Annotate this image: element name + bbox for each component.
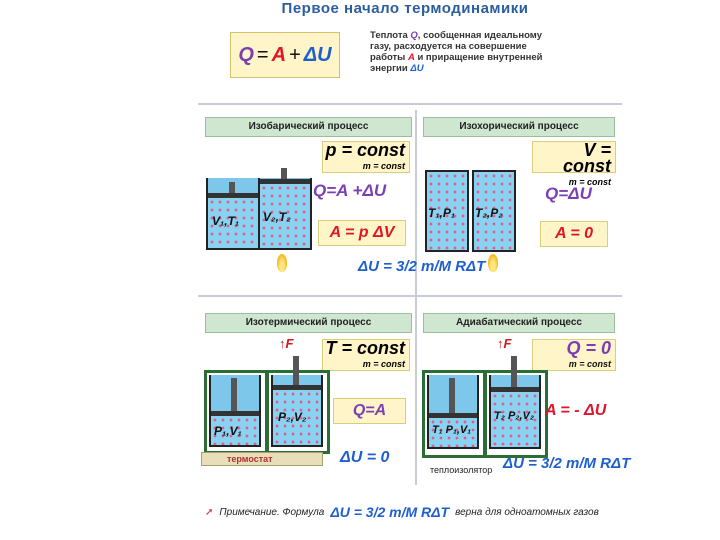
note-text: работы [370,52,408,63]
formula-du: ΔU [303,43,332,66]
isothermal-header: Изотермический процесс [205,313,412,333]
isothermal-condition: T = const m = const [322,339,410,371]
note-q: Q [410,30,418,41]
isochoric-condition: V = const m = const [532,140,616,187]
adiabatic-condition: Q = 0 m = const [532,339,616,371]
divider [198,103,622,105]
page-title: Первое начало термодинамики [281,0,529,17]
state-1-label: P₁,V₁ [214,424,242,438]
gas [260,184,310,248]
state-1-label: T₁,P₁ [428,206,456,220]
condition-text: Q = 0 [566,338,611,358]
insulator-label: теплоизолятор [430,465,493,475]
formula-a: A [271,43,287,66]
condition-sub: m = const [568,359,611,369]
adiabatic-header: Адиабатический процесс [423,313,615,333]
force-label: F [503,336,512,351]
footer-note: ➚ Примечание. Формула ΔU = 3/2 m/M RΔT в… [205,504,625,520]
note-a: A [407,52,415,63]
isochoric-header: Изохорический процесс [423,117,615,137]
state-2-label: V₂,T₂ [263,210,291,224]
isothermal-formula-2: ΔU = 0 [340,449,390,466]
piston [211,411,259,416]
note-text: и приращение внутренней [414,52,543,63]
flame-icon [277,254,287,272]
formula-text: Q=A +ΔU [313,181,387,200]
condition-text: p = const [325,140,405,160]
footer-text: Примечание. Формула [219,506,325,518]
thermostat-base: термостат [201,452,323,466]
gas [491,392,539,447]
piston [491,387,539,392]
note-text: , сообщенная идеальному [417,30,542,41]
vessel [425,170,469,252]
note-text: газу, расходуется на совершение [370,41,527,52]
state-2-label: T₂,P₂ [475,206,503,220]
divider [415,110,417,485]
vessel [472,170,516,252]
piston [260,179,310,184]
piston [208,193,258,198]
energy-formula: ΔU = 3/2 m/M RΔT [358,258,486,275]
isobaric-formula-2: A = p ΔV [318,220,406,246]
gas [211,416,259,445]
state-2-label: T₂ P₂,V₂ [494,410,535,422]
condition-text: T = const [325,338,405,358]
flame-icon [488,254,498,272]
isothermal-formula-1: Q=A [333,398,406,424]
condition-sub: m = const [568,177,611,187]
adiabatic-formula-1: A = - ΔU [545,402,607,419]
pointer-icon: ➚ [205,506,214,518]
footer-text: верна для одноатомных газов [455,506,599,518]
condition-text: V = const [562,140,611,176]
piston-rod [293,356,299,385]
isochoric-formula-2: A = 0 [540,221,608,247]
force-label: F [285,336,294,351]
force-arrow: ↑F [497,336,512,351]
piston [273,385,321,390]
piston-rod [281,168,287,179]
piston-rod [229,182,235,193]
footer-formula: ΔU = 3/2 m/M RΔT [330,504,450,520]
gas [208,198,258,248]
condition-sub: m = const [362,359,405,369]
adiabatic-formula-2: ΔU = 3/2 m/M RΔT [503,455,631,472]
isobaric-condition: p = const m = const [322,141,410,173]
isobaric-header: Изобарический процесс [205,117,412,137]
formula-plus: + [289,43,301,66]
state-2-label: P₂,V₂ [278,410,307,424]
note-text: энергии [370,63,411,74]
isobaric-formula-1: Q=A +ΔU [313,181,386,201]
formula-eq: = [256,43,269,66]
piston-rod [231,378,237,411]
condition-sub: m = const [362,161,405,171]
main-formula: Q = A + ΔU [230,32,340,78]
intro-note: Теплота Q, сообщенная идеальному газу, р… [370,30,580,74]
gas [273,390,321,445]
gas [429,418,477,447]
formula-q: Q [238,43,254,66]
force-arrow: ↑F [279,336,294,351]
note-du: ΔU [410,63,424,74]
divider [198,295,622,297]
piston-rod [449,378,455,413]
note-text: Теплота [370,30,411,41]
piston [429,413,477,418]
isochoric-formula-1: Q=ΔU [545,184,592,203]
state-1-label: T₁ P₁,V₁ [432,424,472,436]
state-1-label: V₁,T₁ [212,214,240,228]
piston-rod [511,356,517,387]
